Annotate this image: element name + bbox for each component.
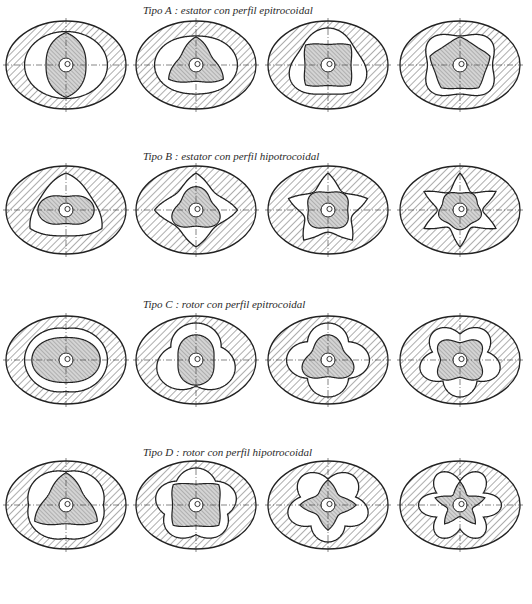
eccentric xyxy=(65,501,70,506)
shaft xyxy=(321,203,335,217)
shaft xyxy=(189,498,203,512)
eccentric xyxy=(195,61,200,66)
shaft xyxy=(189,353,203,367)
row-title: Tipo A : estator con perfil epitrocoidal xyxy=(140,4,316,17)
rotor xyxy=(32,337,100,382)
engine-figure xyxy=(133,313,259,407)
engine-figure xyxy=(3,163,129,257)
rotor xyxy=(178,335,214,385)
shaft xyxy=(189,203,203,217)
eccentric xyxy=(459,206,464,211)
shaft xyxy=(321,58,335,72)
engine-figure xyxy=(265,163,391,257)
eccentric xyxy=(327,61,332,66)
engine-figure xyxy=(133,163,259,257)
shaft xyxy=(453,203,467,217)
eccentric xyxy=(459,501,464,506)
eccentric xyxy=(327,356,332,361)
shaft xyxy=(453,498,467,512)
shaft xyxy=(189,58,203,72)
engine-figure xyxy=(133,458,259,552)
eccentric xyxy=(459,356,464,361)
engine-figure xyxy=(133,18,259,112)
eccentric xyxy=(65,356,70,361)
eccentric xyxy=(327,206,332,211)
engine-figure xyxy=(3,458,129,552)
engine-figure xyxy=(265,458,391,552)
eccentric xyxy=(327,501,332,506)
row-title: Tipo C : rotor con perfil epitrocoidal xyxy=(140,298,308,311)
engine-figure xyxy=(397,18,523,112)
engine-figure xyxy=(397,313,523,407)
engine-figure xyxy=(265,313,391,407)
row-title: Tipo B : estator con perfil hipotrocoida… xyxy=(140,150,322,163)
shaft xyxy=(453,353,467,367)
shaft xyxy=(59,353,73,367)
eccentric xyxy=(195,206,200,211)
engine-figure xyxy=(397,458,523,552)
engine-figure xyxy=(397,163,523,257)
engine-figure xyxy=(3,18,129,112)
row-title: Tipo D : rotor con perfil hipotrocoidal xyxy=(140,446,315,459)
shaft xyxy=(321,498,335,512)
eccentric xyxy=(65,61,70,66)
engine-figure xyxy=(3,313,129,407)
eccentric xyxy=(65,206,70,211)
engine-figure xyxy=(265,18,391,112)
eccentric xyxy=(195,356,200,361)
shaft xyxy=(59,498,73,512)
shaft xyxy=(59,203,73,217)
eccentric xyxy=(195,501,200,506)
eccentric xyxy=(459,61,464,66)
shaft xyxy=(453,58,467,72)
shaft xyxy=(59,58,73,72)
shaft xyxy=(321,353,335,367)
